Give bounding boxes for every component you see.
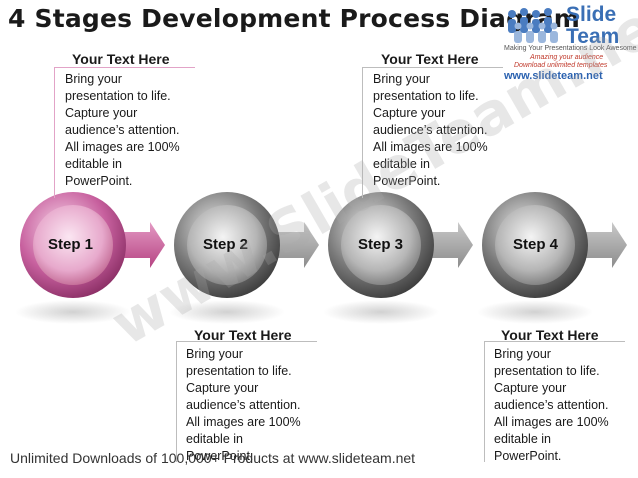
text-box-2-bracket [362,67,503,198]
text-box-1-heading: Your Text Here [72,51,170,67]
text-line: Bring your [373,72,430,86]
text-line: PowerPoint. [494,449,562,463]
step-2-label: Step 2 [203,236,249,253]
text-line: editable in [494,432,551,446]
text-box-4-bracket [484,341,625,462]
text-line: All images are 100% [186,415,301,429]
text-box-4-heading: Your Text Here [501,327,599,343]
text-box-2-heading: Your Text Here [381,51,479,67]
text-line: Capture your [494,381,567,395]
text-line: All images are 100% [373,140,488,154]
slideteam-logo[interactable]: Slide Team Making Your Presentations Loo… [500,2,637,83]
text-box-3-bracket [176,341,317,462]
text-line: editable in [65,157,122,171]
text-line: Capture your [65,106,138,120]
text-line: PowerPoint. [65,174,133,188]
text-box-4-body: Bring your presentation to life. Capture… [494,346,638,465]
people-icon [508,8,558,43]
text-line: Bring your [186,347,243,361]
footer-text: Unlimited Downloads of 100,000+ Products… [10,450,416,466]
page-title: 4 Stages Development Process Diagram [8,4,581,33]
stage-3-graphic [323,192,473,324]
text-line: PowerPoint. [373,174,441,188]
text-line: audience’s attention. [494,398,609,412]
text-box-3-body: Bring your presentation to life. Capture… [186,346,346,465]
step-3-label: Step 3 [358,236,404,253]
text-line: All images are 100% [494,415,609,429]
text-line: presentation to life. [186,364,292,378]
text-line: presentation to life. [65,89,171,103]
stage-2-graphic [169,192,319,324]
text-line: editable in [186,432,243,446]
text-line: Capture your [186,381,259,395]
text-line: Bring your [65,72,122,86]
step-4-label: Step 4 [513,236,559,253]
text-line: All images are 100% [65,140,180,154]
logo-download-text: Download unlimited templates [514,62,608,69]
text-box-2-body: Bring your presentation to life. Capture… [373,71,533,190]
text-line: Bring your [494,347,551,361]
text-line: editable in [373,157,430,171]
logo-brand-line2: Team [566,25,620,48]
text-line: presentation to life. [494,364,600,378]
logo-amazing-text: Amazing your audience [530,54,604,61]
logo-brand-line1: Slide [566,3,617,26]
stage-4-graphic [477,192,627,324]
text-box-1-body: Bring your presentation to life. Capture… [65,71,225,190]
text-line: audience’s attention. [373,123,488,137]
text-line: audience’s attention. [186,398,301,412]
text-line: presentation to life. [373,89,479,103]
text-line: audience’s attention. [65,123,180,137]
stage-1-graphic [15,192,165,324]
logo-url[interactable]: www.slideteam.net [504,70,603,82]
step-1-label: Step 1 [48,236,94,253]
text-box-3-heading: Your Text Here [194,327,292,343]
text-line: Capture your [373,106,446,120]
text-line: PowerPoint. [186,449,254,463]
logo-tagline: Making Your Presentations Look Awesome [504,45,637,52]
text-box-1-bracket [54,67,195,198]
